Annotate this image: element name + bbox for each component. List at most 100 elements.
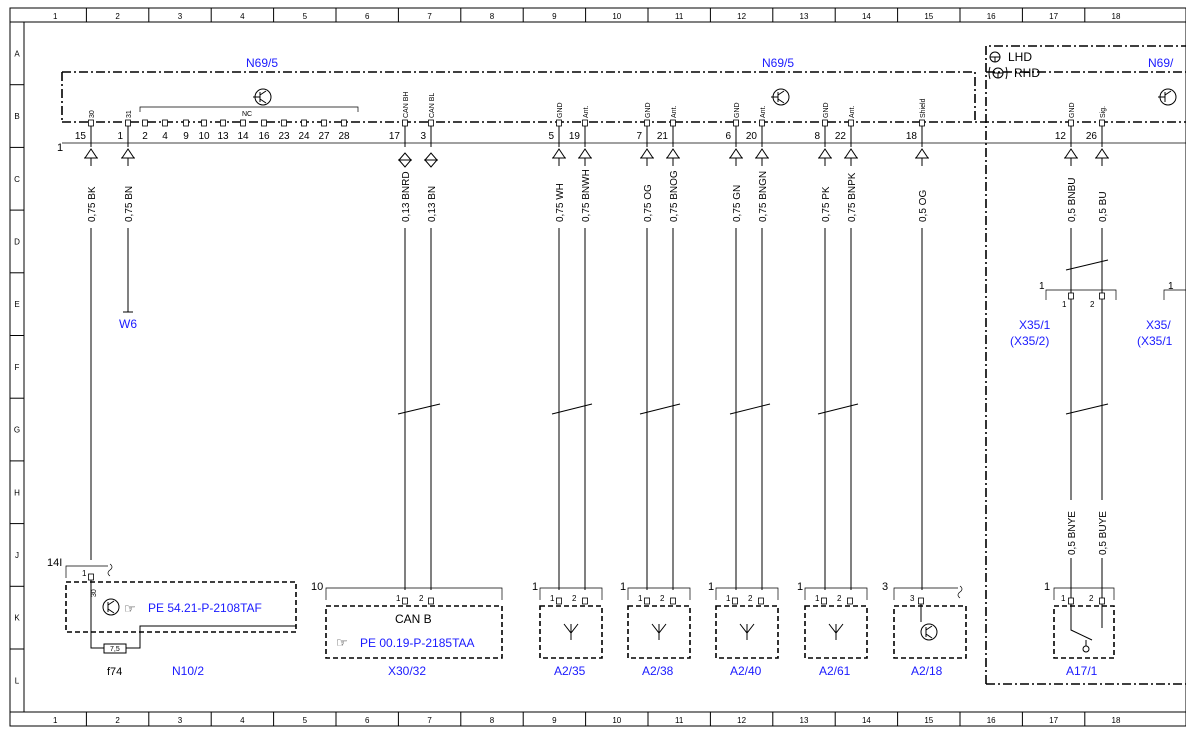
- pin-label: Ant.: [583, 105, 590, 118]
- column-number: 18: [1112, 12, 1121, 21]
- can-b-label: CAN B: [395, 612, 432, 626]
- transistor-icon: [771, 88, 790, 106]
- column-number: 5: [303, 716, 308, 725]
- x30-pin-2: 2: [419, 594, 424, 603]
- pin-label: GND: [645, 102, 652, 118]
- nc-pin-number: 4: [162, 131, 168, 142]
- column-number: 12: [737, 12, 746, 21]
- column-number: 14: [862, 12, 871, 21]
- a17-label[interactable]: A17/1: [1066, 664, 1098, 678]
- nc-pin-number: 10: [198, 131, 210, 142]
- steering-wheel-icon: [988, 66, 1008, 80]
- antenna-pin-1: 1: [638, 594, 643, 603]
- row-letter: F: [15, 363, 20, 372]
- column-number: 2: [115, 716, 120, 725]
- row-letter: K: [14, 614, 20, 623]
- row-letter: B: [14, 112, 19, 121]
- antenna-label[interactable]: A2/35: [554, 664, 586, 678]
- pin-label: GND: [557, 102, 564, 118]
- pin-label: GND: [1069, 102, 1076, 118]
- nc-bracket: [139, 106, 359, 112]
- wire-label: 0,13 BN: [427, 186, 438, 222]
- antenna-label[interactable]: A2/38: [642, 664, 674, 678]
- pin-number: 6: [725, 131, 731, 142]
- column-number: 10: [612, 716, 621, 725]
- antenna-icon: [651, 623, 667, 641]
- x35-partial-label[interactable]: X35/: [1146, 318, 1171, 332]
- x35-label[interactable]: X35/1: [1019, 318, 1051, 332]
- pin-number: 3: [420, 131, 426, 142]
- antenna-label[interactable]: A2/61: [819, 664, 851, 678]
- nc-label: NC: [242, 111, 252, 118]
- antenna-label[interactable]: A2/40: [730, 664, 762, 678]
- connector-x35: [1045, 289, 1186, 300]
- nc-pin-number: 13: [217, 131, 229, 142]
- x30-ref-link[interactable]: PE 00.19-P-2185TAA: [360, 636, 475, 650]
- row-letter: A: [14, 49, 20, 58]
- wire-label: 0,5 OG: [918, 190, 929, 222]
- component-a2-18: [893, 585, 967, 659]
- column-number: 15: [924, 12, 933, 21]
- antenna-pin-2: 2: [748, 594, 753, 603]
- module-label-left[interactable]: N69/5: [246, 56, 278, 70]
- pin-label: 31: [126, 110, 133, 118]
- wire-label: 0,5 BNYE: [1067, 511, 1078, 555]
- wire-label: 0,75 BNWH: [581, 169, 592, 222]
- a2-18-label[interactable]: A2/18: [911, 664, 943, 678]
- wire-label: 0,75 BNOG: [669, 170, 680, 222]
- n10-label[interactable]: N10/2: [172, 664, 204, 678]
- wire-label: 0,5 BNBU: [1067, 178, 1078, 222]
- transistor-icon: [102, 598, 120, 616]
- wire-label: 0,75 WH: [555, 183, 566, 222]
- antenna-number: 1: [532, 581, 538, 593]
- nc-pin-number: 2: [142, 131, 148, 142]
- wire-label: 0,75 BN: [124, 186, 135, 222]
- a17-pin-1: 1: [1061, 594, 1066, 603]
- component-x30-32: [325, 587, 503, 659]
- module-label-center[interactable]: N69/5: [762, 56, 794, 70]
- pin-number: 17: [389, 131, 401, 142]
- x30-label[interactable]: X30/32: [388, 664, 426, 678]
- a17-pin-2: 2: [1089, 594, 1094, 603]
- lhd-label: LHD: [1008, 50, 1032, 64]
- steering-wheel-icon: [989, 51, 1001, 63]
- x35-pin-2: 2: [1090, 300, 1095, 309]
- ground-w6-label[interactable]: W6: [119, 317, 137, 331]
- row-letter: H: [14, 488, 20, 497]
- column-number: 9: [552, 12, 557, 21]
- wire-label: 0,75 BNGN: [758, 171, 769, 222]
- pin-number: 7: [636, 131, 642, 142]
- row-letter: L: [15, 676, 20, 685]
- pin-label: CAN BL: [429, 93, 436, 118]
- lhd-rhd-region: [985, 45, 1186, 684]
- x35-partial-alt[interactable]: (X35/1: [1137, 334, 1173, 348]
- n10-ref-link[interactable]: PE 54.21-P-2108TAF: [148, 601, 262, 615]
- fuse-rating: 7,5: [110, 646, 120, 653]
- column-number: 1: [53, 716, 58, 725]
- n10-pin-label: 30: [91, 589, 98, 597]
- column-number: 14: [862, 716, 871, 725]
- transistor-icon: [253, 88, 272, 106]
- row-letter: C: [14, 175, 20, 184]
- antenna-icon: [739, 623, 755, 641]
- switch-icon: [1082, 645, 1090, 653]
- frame: [9, 7, 1186, 727]
- column-number: 9: [552, 716, 557, 725]
- pin-number: 22: [835, 131, 847, 142]
- column-number: 4: [240, 716, 245, 725]
- pin-label: Ant.: [671, 105, 678, 118]
- row-letter: J: [15, 551, 19, 560]
- antenna-pin-1: 1: [726, 594, 731, 603]
- column-number: 12: [737, 716, 746, 725]
- module-label-right[interactable]: N69/: [1148, 56, 1174, 70]
- x35-alt-label[interactable]: (X35/2): [1010, 334, 1049, 348]
